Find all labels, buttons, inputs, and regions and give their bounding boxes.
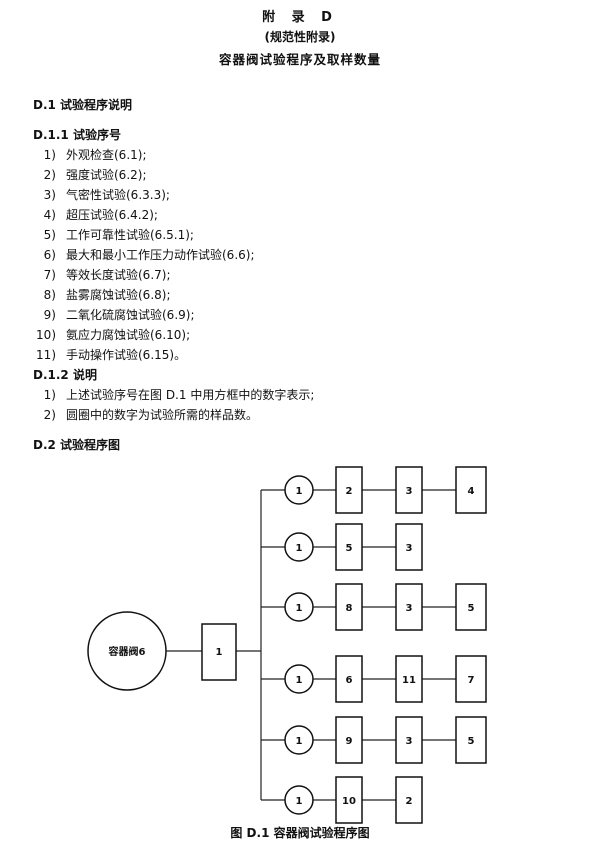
list-item: 10)氨应力腐蚀试验(6.10);	[36, 328, 191, 342]
circle-label: 1	[296, 796, 303, 807]
diagram-lines	[166, 489, 456, 801]
test-box	[335, 523, 363, 571]
list-item: 9)二氧化硫腐蚀试验(6.9);	[43, 308, 195, 322]
test-box	[395, 716, 423, 764]
section-d1-2-heading: D.1.2 说明	[33, 368, 97, 382]
test-box	[455, 466, 487, 514]
box-label: 5	[468, 603, 475, 614]
circle-label: 1	[296, 603, 303, 614]
list-item: 4)超压试验(6.4.2);	[43, 208, 158, 222]
sample-circle	[284, 664, 314, 694]
circle-label: 1	[296, 486, 303, 497]
test-box	[335, 716, 363, 764]
test-box	[455, 716, 487, 764]
box-label: 1	[216, 647, 223, 658]
list-item: 6)最大和最小工作压力动作试验(6.6);	[43, 248, 255, 262]
test-box	[335, 583, 363, 631]
box-label: 7	[468, 675, 475, 686]
list-item: 8)盐雾腐蚀试验(6.8);	[43, 288, 171, 302]
list-item: 11)手动操作试验(6.15)。	[36, 348, 187, 362]
list-item: 1)外观检查(6.1);	[43, 148, 147, 162]
sample-circle	[284, 475, 314, 505]
box-label: 8	[346, 603, 353, 614]
box-label: 5	[468, 736, 475, 747]
box-label: 2	[406, 796, 413, 807]
sample-circle	[284, 725, 314, 755]
list-item: 1)上述试验序号在图 D.1 中用方框中的数字表示;	[43, 388, 315, 402]
normative-label: (规范性附录)	[264, 30, 336, 44]
box-label: 11	[402, 675, 416, 686]
circle-label: 1	[296, 675, 303, 686]
test-box	[335, 776, 363, 824]
box-label: 2	[346, 486, 353, 497]
section-d1-1-heading: D.1.1 试验序号	[33, 128, 121, 142]
sample-circle	[284, 532, 314, 562]
box-label: 3	[406, 736, 413, 747]
list-item: 2)圆圈中的数字为试验所需的样品数。	[43, 408, 259, 422]
first-test-box	[201, 623, 237, 681]
box-label: 10	[342, 796, 356, 807]
section-d1-heading: D.1 试验程序说明	[33, 98, 133, 112]
source-circle	[87, 611, 167, 691]
list-item: 5)工作可靠性试验(6.5.1);	[43, 228, 194, 242]
test-box	[395, 523, 423, 571]
list-item: 3)气密性试验(6.3.3);	[43, 188, 170, 202]
test-box	[395, 776, 423, 824]
figure-caption: 图 D.1 容器阀试验程序图	[230, 826, 370, 840]
source-label: 容器阀6	[108, 645, 146, 658]
box-label: 3	[406, 603, 413, 614]
list-item: 7)等效长度试验(6.7);	[43, 268, 171, 282]
circle-label: 1	[296, 543, 303, 554]
test-box	[335, 466, 363, 514]
box-label: 9	[346, 736, 353, 747]
diagram-shapes	[87, 466, 487, 824]
sample-circle	[284, 592, 314, 622]
test-box	[395, 655, 423, 703]
box-label: 6	[346, 675, 353, 686]
box-label: 3	[406, 543, 413, 554]
section-d2-heading: D.2 试验程序图	[33, 438, 121, 452]
circle-label: 1	[296, 736, 303, 747]
diagram-labels: 容器阀6 1 1 2 3 4 1 5 3 1 8 3 5 1 6 11 7 1 …	[108, 486, 475, 807]
appendix-title: 容器阀试验程序及取样数量	[218, 52, 381, 67]
sample-circle	[284, 785, 314, 815]
test-box	[335, 655, 363, 703]
list-item: 2)强度试验(6.2);	[43, 168, 147, 182]
box-label: 4	[468, 486, 475, 497]
test-box	[455, 655, 487, 703]
box-label: 3	[406, 486, 413, 497]
test-box	[395, 466, 423, 514]
appendix-heading: 附 录 D	[262, 10, 338, 25]
test-box	[395, 583, 423, 631]
test-box	[455, 583, 487, 631]
box-label: 5	[346, 543, 353, 554]
